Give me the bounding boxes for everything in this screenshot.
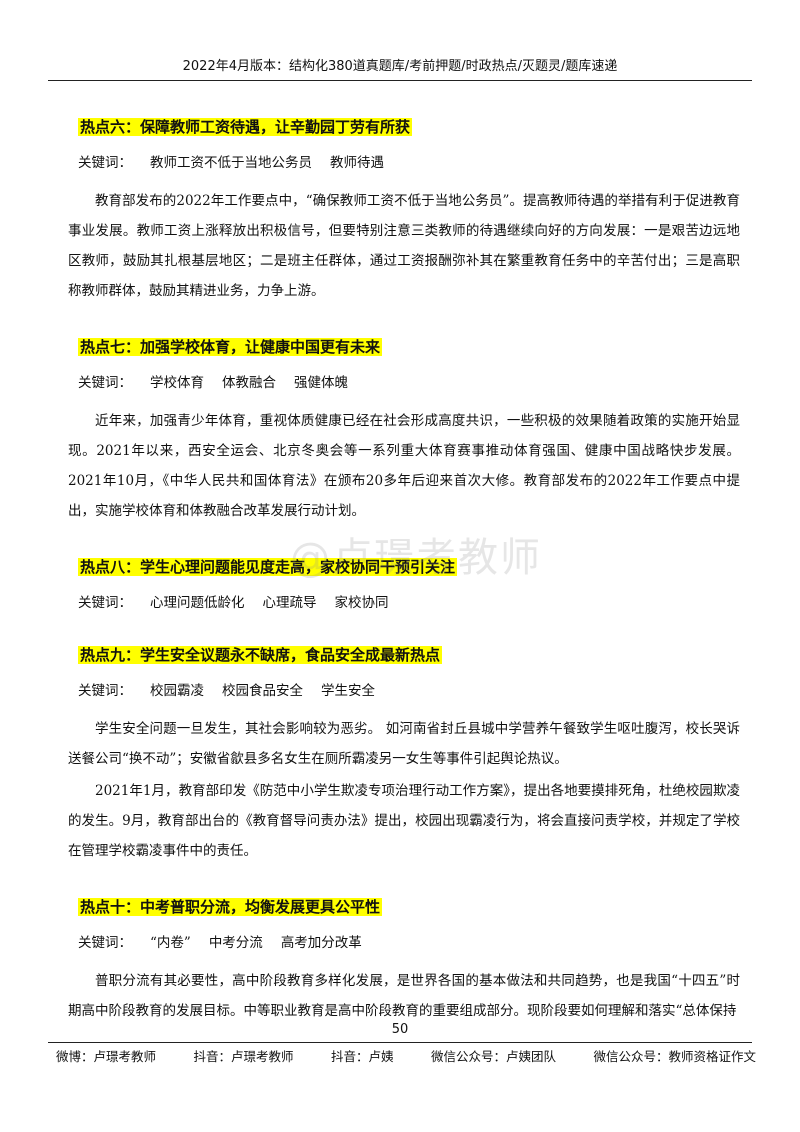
keyword: 学生安全 <box>321 683 375 699</box>
keywords-label: 关键词： <box>78 935 132 951</box>
document-body: 热点六：保障教师工资待遇，让辛勤园丁劳有所获 关键词：教师工资不低于当地公务员教… <box>68 116 740 1056</box>
keywords-label: 关键词： <box>78 155 132 171</box>
keyword: “内卷” <box>150 935 191 951</box>
paragraph: 普职分流有其必要性，高中阶段教育多样化发展，是世界各国的基本做法和共同趋势，也是… <box>68 973 740 1019</box>
section-heading: 热点十：中考普职分流，均衡发展更具公平性 <box>78 896 740 918</box>
footer-douyin-2: 抖音：卢姨 <box>330 1049 394 1064</box>
section-hotspot-6: 热点六：保障教师工资待遇，让辛勤园丁劳有所获 关键词：教师工资不低于当地公务员教… <box>68 116 740 306</box>
footer-divider <box>48 1042 752 1043</box>
keywords-line: 关键词： 校园霸凌 校园食品安全 学生安全 <box>78 680 740 702</box>
keyword: 心理疏导 <box>262 595 317 611</box>
keyword: 学校体育 <box>150 375 204 391</box>
footer-douyin-1: 抖音：卢璟考教师 <box>193 1049 294 1064</box>
keywords-label: 关键词： <box>78 683 132 699</box>
footer-wechat-1: 微信公众号：卢姨团队 <box>430 1049 556 1064</box>
keyword: 家校协同 <box>334 595 389 611</box>
keyword: 中考分流 <box>208 935 263 951</box>
keyword: 校园霸凌 <box>150 683 204 699</box>
section-hotspot-9: 热点九：学生安全议题永不缺席，食品安全成最新热点 关键词：校园霸凌校园食品安全学… <box>68 644 740 866</box>
section-heading: 热点九：学生安全议题永不缺席，食品安全成最新热点 <box>78 644 740 666</box>
keywords-label: 关键词： <box>78 595 132 611</box>
keyword: 心理问题低龄化 <box>150 595 245 611</box>
paragraph: 2021年1月，教育部印发《防范中小学生欺凌专项治理行动工作方案》，提出各地要摸… <box>68 783 740 859</box>
highlighted-heading-text: 热点八：学生心理问题能见度走高，家校协同干预引关注 <box>78 558 458 576</box>
keyword: 教师待遇 <box>330 155 384 171</box>
section-hotspot-10: 热点十：中考普职分流，均衡发展更具公平性 关键词：“内卷”中考分流高考加分改革 … <box>68 896 740 1026</box>
keywords-line: 关键词： 教师工资不低于当地公务员 教师待遇 <box>78 152 740 174</box>
section-hotspot-8: 热点八：学生心理问题能见度走高，家校协同干预引关注 关键词： 心理问题低龄化 心理疏… <box>78 556 740 614</box>
page-header: 2022年4月版本：结构化380道真题库/考前押题/时政热点/灭题灵/题库速递 <box>182 59 618 74</box>
header-divider <box>48 80 752 81</box>
highlighted-heading-text: 热点七：加强学校体育，让健康中国更有未来 <box>78 338 383 356</box>
keywords-line: 关键词： “内卷” 中考分流 高考加分改革 <box>78 932 740 954</box>
paragraph: 学生安全问题一旦发生，其社会影响较为恶劣。 如河南省封丘县城中学营养午餐致学生呕… <box>68 721 740 767</box>
keyword: 强健体魄 <box>294 375 348 391</box>
section-hotspot-7: 热点七：加强学校体育，让健康中国更有未来 关键词： 学校体育 体教融合 强健体魄 近年… <box>68 336 740 526</box>
footer-wechat-2: 微信公众号：教师资格证作文 <box>593 1049 756 1064</box>
keyword: 体教融合 <box>222 375 276 391</box>
highlighted-heading-text: 热点十：中考普职分流，均衡发展更具公平性 <box>78 898 383 916</box>
keywords-line: 关键词： 学校体育 体教融合 强健体魄 <box>78 372 740 394</box>
paragraph: 近年来，加强青少年体育，重视体质健康已经在社会形成高度共识，一些积极的效果随着政… <box>68 413 740 519</box>
section-heading: 热点六：保障教师工资待遇，让辛勤园丁劳有所获 <box>78 116 740 138</box>
highlighted-heading-text: 热点九：学生安全议题永不缺席，食品安全成最新热点 <box>78 646 443 664</box>
section-heading: 热点八：学生心理问题能见度走高，家校协同干预引关注 <box>78 556 740 578</box>
section-heading: 热点七：加强学校体育，让健康中国更有未来 <box>78 336 740 358</box>
keyword: 教师工资不低于当地公务员 <box>150 155 312 171</box>
highlighted-heading-text: 热点六：保障教师工资待遇，让辛勤园丁劳有所获 <box>78 118 413 136</box>
page-number: 50 <box>391 1022 409 1037</box>
footer-weibo: 微博：卢璟考教师 <box>56 1049 157 1064</box>
keyword: 校园食品安全 <box>222 683 303 699</box>
page-footer: 微博：卢璟考教师 抖音：卢璟考教师 抖音：卢姨 微信公众号：卢姨团队 微信公众号… <box>56 1046 756 1065</box>
keywords-label: 关键词： <box>78 375 132 391</box>
paragraph: 教育部发布的2022年工作要点中，“确保教师工资不低于当地公务员”。提高教师待遇… <box>68 193 740 299</box>
keyword: 高考加分改革 <box>280 935 362 951</box>
keywords-line: 关键词： 心理问题低龄化 心理疏导 家校协同 <box>78 592 740 614</box>
